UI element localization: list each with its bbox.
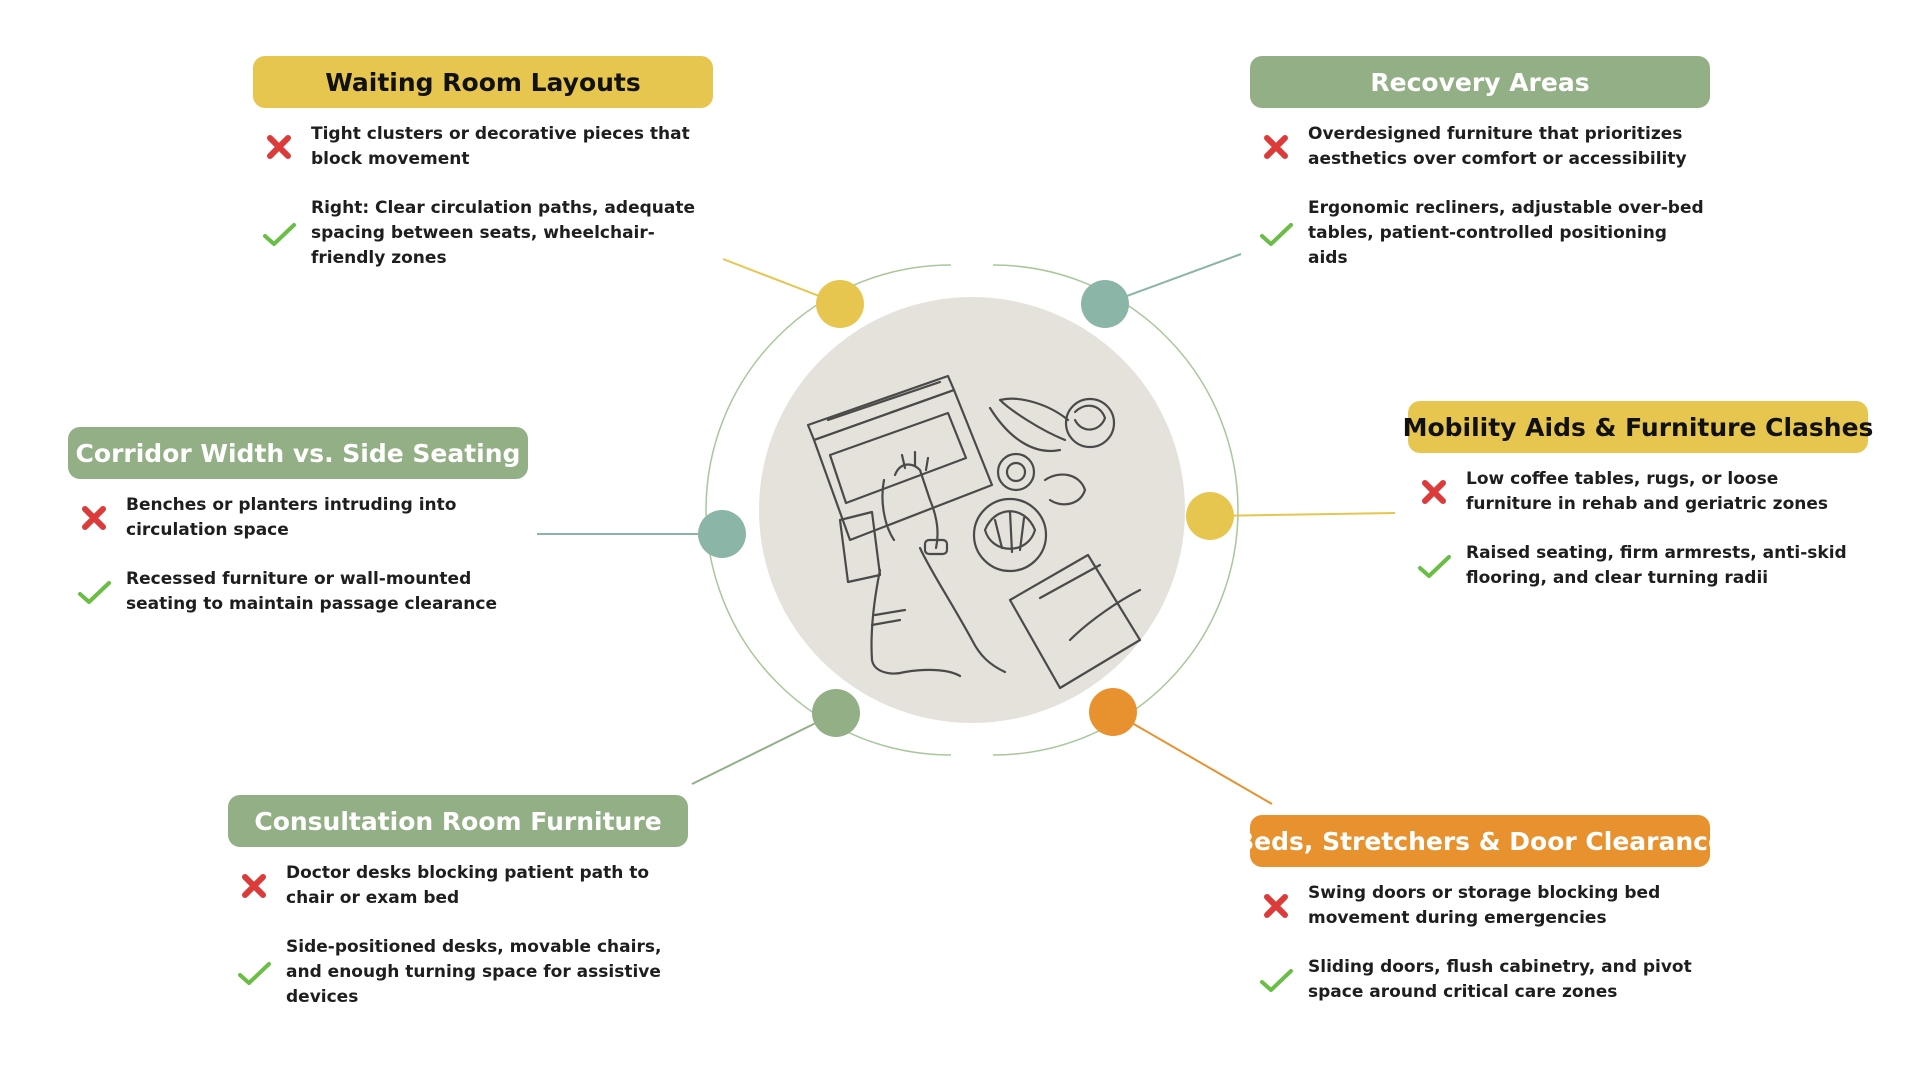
node-mobility xyxy=(1186,492,1234,540)
right-item: Recessed furniture or wall-mounted seati… xyxy=(68,567,528,617)
item-text: Ergonomic recliners, adjustable over-bed… xyxy=(1308,198,1704,268)
right-item: Ergonomic recliners, adjustable over-bed… xyxy=(1250,196,1710,271)
connector-recovery xyxy=(1104,253,1242,305)
right-item: Raised seating, firm armrests, anti-skid… xyxy=(1408,541,1868,591)
node-recovery xyxy=(1081,280,1129,328)
wrong-item: Low coffee tables, rugs, or loose furnit… xyxy=(1408,467,1868,517)
item-text: Right: Clear circulation paths, adequate… xyxy=(311,198,695,268)
item-text: Raised seating, firm armrests, anti-skid… xyxy=(1466,543,1847,588)
wrong-item: Benches or planters intruding into circu… xyxy=(68,493,528,543)
right-item: Side-positioned desks, movable chairs, a… xyxy=(228,935,688,1010)
cross-icon xyxy=(1264,894,1288,918)
section-header: Waiting Room Layouts xyxy=(253,56,713,108)
section-header: Consultation Room Furniture xyxy=(228,795,688,847)
connector-consult xyxy=(691,712,837,785)
wrong-item: Swing doors or storage blocking bed move… xyxy=(1250,881,1710,931)
cross-icon xyxy=(267,135,291,159)
node-corridor xyxy=(698,510,746,558)
section-header: Mobility Aids & Furniture Clashes xyxy=(1403,401,1873,453)
item-text: Sliding doors, flush cabinetry, and pivo… xyxy=(1308,957,1692,1002)
section-header: Recovery Areas xyxy=(1250,56,1710,108)
center-circle xyxy=(759,297,1185,723)
wrong-item: Overdesigned furniture that prioritizes … xyxy=(1250,122,1710,172)
item-text: Doctor desks blocking patient path to ch… xyxy=(286,863,650,908)
node-consult xyxy=(812,689,860,737)
check-icon xyxy=(78,581,111,604)
item-text: Benches or planters intruding into circu… xyxy=(126,495,457,540)
cross-icon xyxy=(82,506,106,530)
connector-mobility xyxy=(1209,512,1396,517)
item-text: Swing doors or storage blocking bed move… xyxy=(1308,883,1661,928)
check-icon xyxy=(1418,555,1451,578)
section-corridor-width: Corridor Width vs. Side Seating Benches … xyxy=(68,427,528,617)
section-header: Corridor Width vs. Side Seating xyxy=(68,427,528,479)
item-text: Recessed furniture or wall-mounted seati… xyxy=(126,569,497,614)
cross-icon xyxy=(1422,480,1446,504)
right-item: Sliding doors, flush cabinetry, and pivo… xyxy=(1250,955,1710,1005)
connector-beds xyxy=(1112,711,1273,805)
node-beds xyxy=(1089,688,1137,736)
item-text: Tight clusters or decorative pieces that… xyxy=(311,124,690,169)
section-waiting-room: Waiting Room Layouts Tight clusters or d… xyxy=(253,56,713,271)
right-item: Right: Clear circulation paths, adequate… xyxy=(253,196,713,271)
item-text: Low coffee tables, rugs, or loose furnit… xyxy=(1466,469,1828,514)
check-icon xyxy=(1260,969,1293,992)
check-icon xyxy=(238,961,271,985)
item-text: Side-positioned desks, movable chairs, a… xyxy=(286,937,662,1007)
wrong-item: Tight clusters or decorative pieces that… xyxy=(253,122,713,172)
section-recovery-areas: Recovery Areas Overdesigned furniture th… xyxy=(1250,56,1710,271)
cross-icon xyxy=(1264,135,1288,159)
cross-icon xyxy=(242,874,266,898)
check-icon xyxy=(263,222,296,246)
section-mobility-aids: Mobility Aids & Furniture Clashes Low co… xyxy=(1403,401,1873,591)
node-waiting xyxy=(816,280,864,328)
laptop-desk-illustration-icon xyxy=(806,374,1142,690)
wrong-item: Doctor desks blocking patient path to ch… xyxy=(228,861,688,911)
section-header: Beds, Stretchers & Door Clearance xyxy=(1235,815,1725,867)
item-text: Overdesigned furniture that prioritizes … xyxy=(1308,124,1687,169)
check-icon xyxy=(1260,222,1293,246)
section-consultation-room: Consultation Room Furniture Doctor desks… xyxy=(228,795,688,1010)
section-beds-stretchers: Beds, Stretchers & Door Clearance Swing … xyxy=(1235,815,1725,1005)
